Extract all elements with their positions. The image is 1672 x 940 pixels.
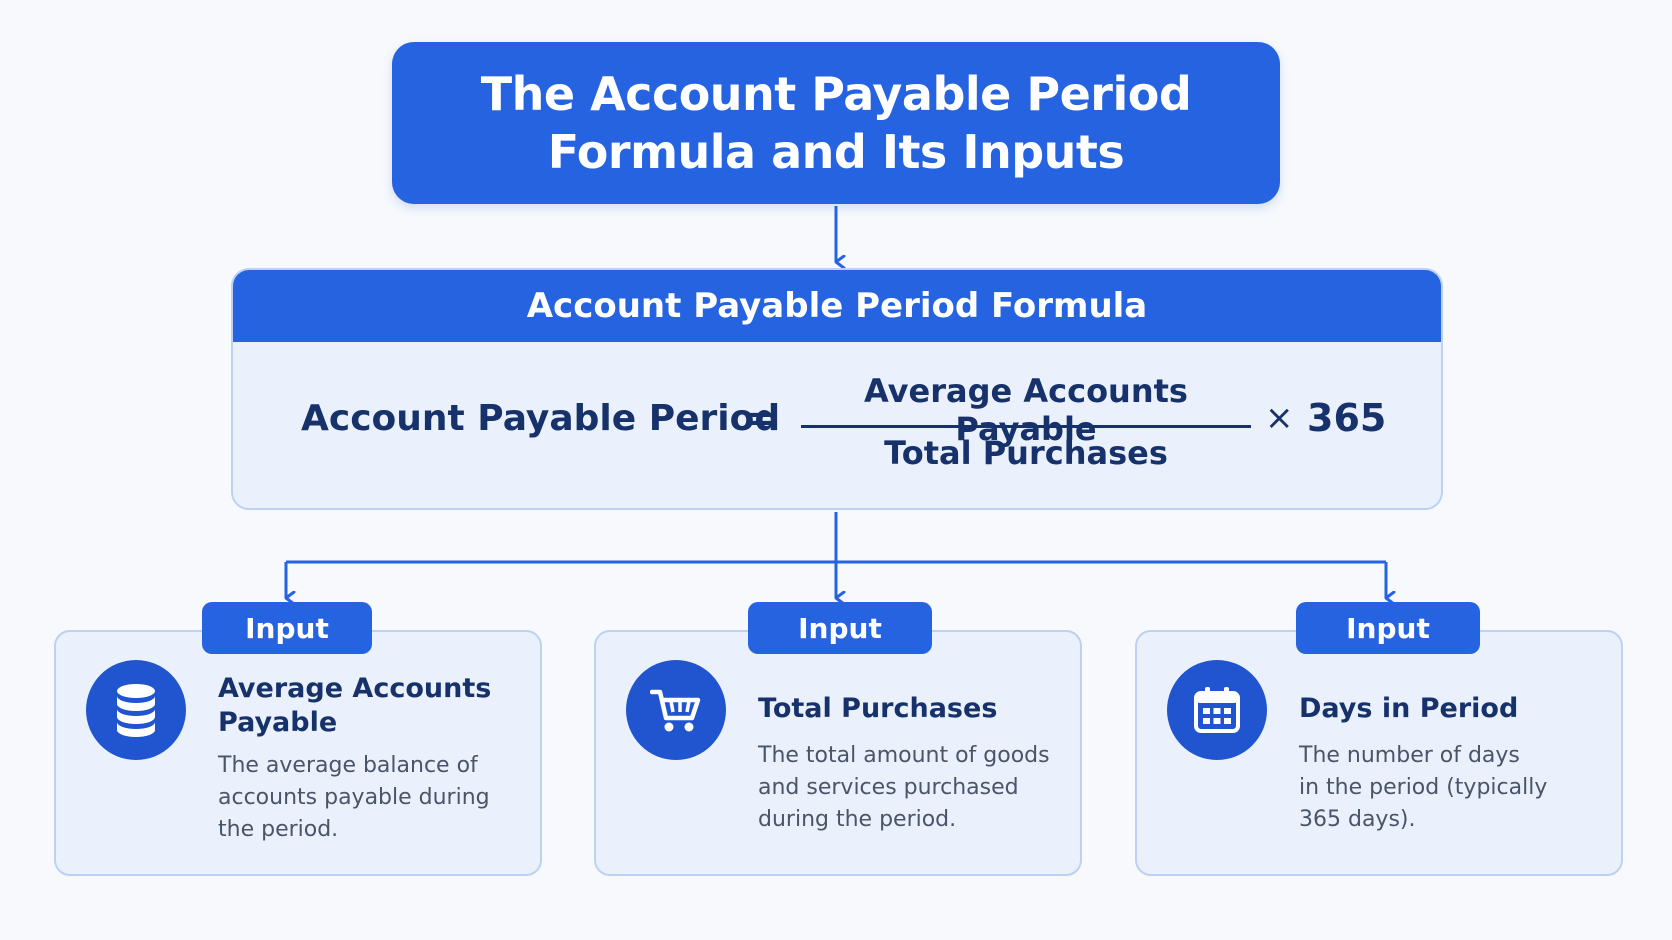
input-badge-1: Input bbox=[202, 602, 372, 654]
input-card-days-in-period: Days in Period The number of days in the… bbox=[1135, 630, 1623, 876]
title-line-2: Formula and Its Inputs bbox=[547, 125, 1125, 179]
title-box: The Account Payable Period Formula and I… bbox=[392, 42, 1280, 204]
fraction-bar bbox=[801, 425, 1251, 428]
formula-panel: Account Payable Period Formula Account P… bbox=[231, 268, 1443, 510]
input-card-average-accounts-payable: Average Accounts Payable The average bal… bbox=[54, 630, 542, 876]
card-description: The average balance of accounts payable … bbox=[218, 753, 490, 842]
formula-header: Account Payable Period Formula bbox=[233, 270, 1441, 342]
formula-body: Account Payable Period = Average Account… bbox=[233, 342, 1441, 508]
input-badge-3: Input bbox=[1296, 602, 1480, 654]
card-title: Total Purchases bbox=[758, 693, 998, 724]
formula-multiplier: 365 bbox=[1307, 396, 1387, 440]
calendar-icon bbox=[1167, 660, 1267, 760]
formula-lhs: Account Payable Period bbox=[301, 398, 781, 439]
input-badge-2: Input bbox=[748, 602, 932, 654]
card-description: The number of days in the period (typica… bbox=[1299, 743, 1548, 832]
card-title: Average Accounts Payable bbox=[218, 673, 492, 738]
card-title: Days in Period bbox=[1299, 693, 1519, 724]
formula-denominator: Total Purchases bbox=[884, 434, 1168, 472]
card-description: The total amount of goods and services p… bbox=[758, 743, 1050, 832]
formula-numerator: Average Accounts Payable bbox=[864, 372, 1188, 448]
shopping-cart-icon bbox=[626, 660, 726, 760]
formula-times: × bbox=[1265, 398, 1294, 438]
formula-equals: = bbox=[745, 398, 776, 439]
database-icon bbox=[86, 660, 186, 760]
title-line-1: The Account Payable Period bbox=[480, 67, 1192, 121]
input-card-total-purchases: Total Purchases The total amount of good… bbox=[594, 630, 1082, 876]
